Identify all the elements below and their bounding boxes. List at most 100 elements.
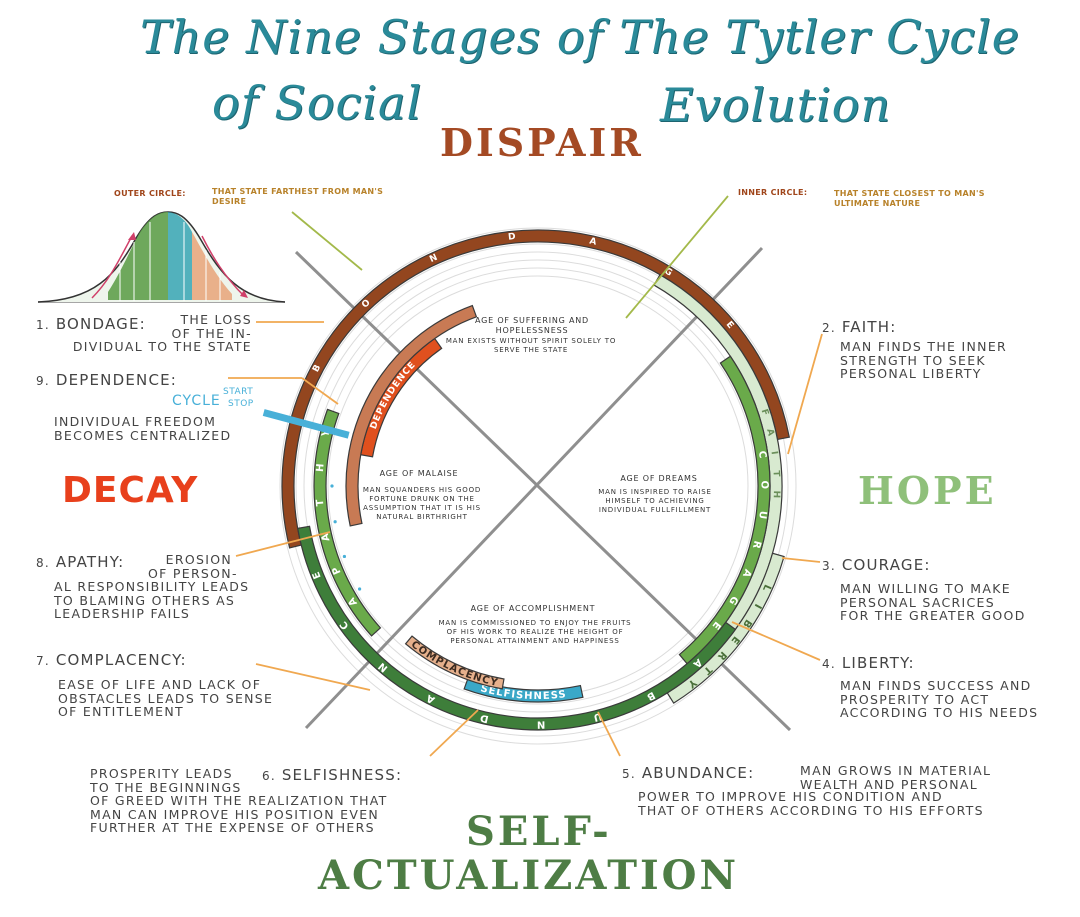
- bell-curve-green-fill: [108, 212, 168, 300]
- abundance-letter: B: [645, 689, 657, 702]
- abundance-arc: [297, 525, 737, 731]
- leader-abundance: [597, 711, 621, 757]
- bell-curve-teal-fill: [168, 212, 192, 300]
- abundance-letter: N: [537, 718, 546, 729]
- stage-2-number: 2.: [822, 321, 836, 335]
- divider-line-ne-sw: [304, 246, 764, 730]
- liberty-letter: L: [760, 583, 773, 594]
- stage-5-number: 5.: [622, 767, 636, 781]
- cycle-dot-marker: [330, 484, 334, 488]
- apathy-letter: A: [320, 532, 333, 542]
- stage-1-number: 1.: [36, 318, 50, 332]
- liberty-arc: [666, 552, 785, 704]
- stage-1-heading: 1. BONDAGE:: [36, 315, 146, 333]
- apathy-letter: Y: [320, 428, 333, 439]
- cycle-label: CYCLE: [172, 393, 221, 409]
- cycle-dot-marker: [342, 554, 347, 559]
- leader-inner-circle: [625, 195, 729, 319]
- complacency-label-path: [338, 504, 654, 687]
- bell-curve-arrow-left: [91, 235, 133, 299]
- stage-9-desc: INDIVIDUAL FREEDOM BECOMES CENTRALIZED: [54, 414, 232, 443]
- stage-5-name: ABUNDANCE:: [641, 764, 755, 782]
- stage-1-name: BONDAGE:: [55, 315, 146, 333]
- bondage-letter: N: [428, 253, 439, 265]
- cycle-stop-label: STOP: [228, 399, 254, 409]
- stage-6-desc-b: OF GREED WITH THE REALIZATION THAT MAN C…: [90, 793, 388, 835]
- outer-circle-label: OUTER CIRCLE:: [114, 189, 186, 198]
- courage-letter: U: [756, 510, 768, 519]
- cycle-start-stop-bar: [262, 409, 350, 439]
- bondage-letter: A: [588, 236, 597, 247]
- stage-7-number: 7.: [36, 654, 50, 668]
- cycle-dot-marker: [333, 520, 337, 524]
- stage-3-number: 3.: [822, 559, 836, 573]
- stage-7-desc: EASE OF LIFE AND LACK OF OBSTACLES LEADS…: [58, 677, 274, 719]
- stage-6-name: SELFISHNESS:: [281, 766, 403, 784]
- courage-letter: O: [758, 480, 769, 489]
- apathy-letter: H: [315, 463, 327, 472]
- stage-5-heading: 5. ABUNDANCE:: [622, 764, 754, 782]
- faith-letter: I: [768, 451, 778, 456]
- age-accomplishment-desc: MAN IS COMMISSIONED TO ENJOY THE FRUITS …: [438, 619, 632, 645]
- stage-3-heading: 3. COURAGE:: [822, 556, 931, 574]
- stage-6-heading: 6. SELFISHNESS:: [262, 766, 402, 784]
- stage-8-name: APATHY:: [55, 553, 125, 571]
- faith-letter: F: [759, 408, 770, 417]
- leader-complacency: [255, 663, 371, 691]
- courage-letter: R: [750, 539, 763, 550]
- bondage-arc: [281, 229, 791, 549]
- stage-7-name: COMPLACENCY:: [55, 651, 187, 669]
- bondage-letter: D: [508, 232, 516, 243]
- stage-4-desc: MAN FINDS SUCCESS AND PROSPERITY TO ACT …: [840, 678, 1039, 720]
- heading-decay: DECAY: [62, 470, 199, 511]
- leader-courage: [781, 557, 821, 563]
- faith-letter: T: [771, 470, 781, 478]
- age-dreams-title: AGE OF DREAMS: [620, 474, 698, 483]
- age-suffering-title: AGE OF SUFFERING AND HOPELESSNESS: [474, 316, 590, 335]
- complacency-arc: [404, 635, 505, 690]
- inner-circle-label: INNER CIRCLE:: [738, 188, 808, 197]
- bondage-letter: B: [311, 363, 323, 374]
- leader-selfishness: [429, 709, 479, 757]
- heading-self-actualization-2: ACTUALIZATION: [318, 852, 740, 899]
- age-malaise-title: AGE OF MALAISE: [379, 469, 459, 478]
- courage-letter: A: [740, 567, 753, 579]
- leader-faith: [787, 333, 823, 455]
- stage-9-name: DEPENDENCE:: [55, 371, 178, 389]
- apathy-inner-arc: [345, 304, 478, 527]
- guide-circle-7: [279, 227, 797, 745]
- stage-8-heading: 8. APATHY:: [36, 553, 124, 571]
- age-suffering-desc: MAN EXISTS WITHOUT SPIRIT SOLELY TO SERV…: [445, 337, 617, 354]
- stage-7-heading: 7. COMPLACENCY:: [36, 651, 187, 669]
- stage-5-desc-b: POWER TO IMPROVE HIS CONDITION AND THAT …: [638, 789, 984, 818]
- stage-2-desc: MAN FINDS THE INNER STRENGTH TO SEEK PER…: [840, 339, 1007, 381]
- stage-8-number: 8.: [36, 556, 50, 570]
- faith-letter: A: [764, 428, 775, 437]
- abundance-letter: D: [479, 712, 490, 725]
- title-line-2a: of Social: [212, 76, 423, 130]
- heading-self-actualization-1: SELF-: [466, 808, 612, 855]
- stage-1-desc: THE LOSS OF THE IN- DIVIDUAL TO THE STAT…: [72, 312, 252, 354]
- bell-curve-salmon-fill: [192, 232, 232, 300]
- stage-8-desc-b: AL RESPONSIBILITY LEADS TO BLAMING OTHER…: [54, 579, 250, 621]
- stage-6-number: 6.: [262, 769, 276, 783]
- heading-dispair: DISPAIR: [440, 120, 644, 165]
- age-accomplishment-title: AGE OF ACCOMPLISHMENT: [470, 604, 596, 613]
- inner-circle-desc: THAT STATE CLOSEST TO MAN'S ULTIMATE NAT…: [834, 189, 985, 208]
- stage-8-desc-a: EROSION OF PERSON-: [148, 552, 238, 581]
- title-line-2b: Evolution: [660, 78, 892, 132]
- liberty-letter: I: [752, 602, 763, 611]
- abundance-letter: U: [592, 710, 603, 723]
- age-dreams-desc: MAN IS INSPIRED TO RAISE HIMSELF TO ACHI…: [598, 488, 712, 514]
- apathy-letter: P: [331, 565, 344, 576]
- bondage-letter: G: [662, 266, 674, 278]
- apathy-letter: T: [315, 499, 327, 507]
- outer-circle-desc: THAT STATE FARTHEST FROM MAN'S DESIRE: [212, 187, 384, 206]
- stage-6-desc-a: PROSPERITY LEADS TO THE BEGINNINGS: [90, 766, 242, 795]
- apathy-arc: [313, 408, 382, 637]
- stage-2-heading: 2. FAITH:: [822, 318, 896, 336]
- faith-letter: H: [771, 490, 781, 498]
- stage-4-number: 4.: [822, 657, 836, 671]
- stage-3-desc: MAN WILLING TO MAKE PERSONAL SACRICES FO…: [840, 581, 1026, 623]
